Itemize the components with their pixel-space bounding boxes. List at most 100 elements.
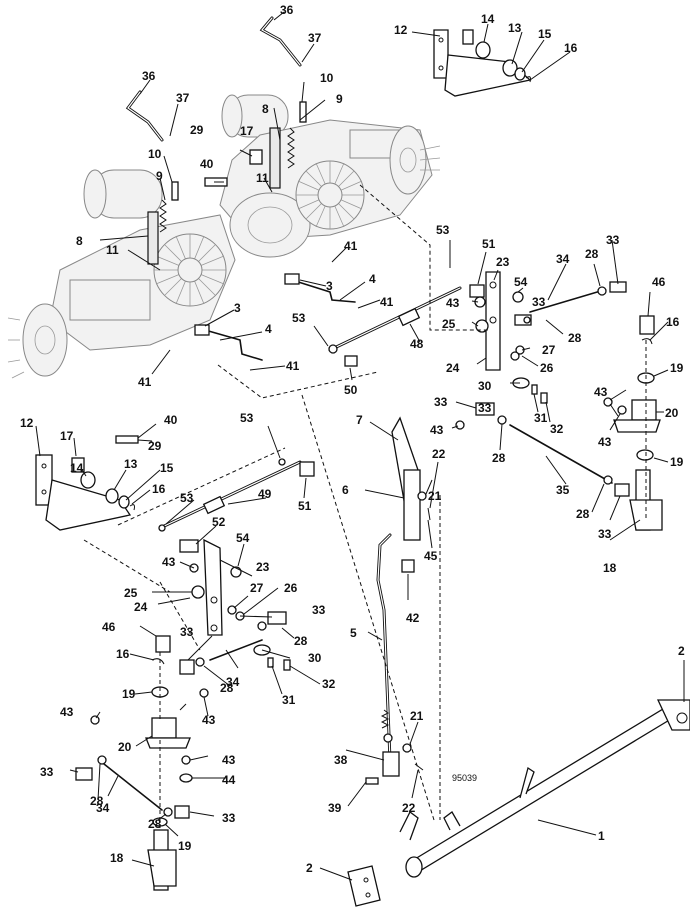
bushing-50 bbox=[344, 355, 358, 367]
nut-28-center bbox=[383, 733, 393, 743]
callout-18-lower: 18 bbox=[110, 851, 124, 865]
callout-33-h: 33 bbox=[222, 811, 236, 825]
bushing-25-upper bbox=[475, 319, 489, 333]
tube-49 bbox=[202, 495, 226, 515]
arm-23-upper bbox=[485, 271, 501, 371]
nut-43-lower-a bbox=[199, 688, 209, 698]
callout-13-lower: 13 bbox=[124, 457, 138, 471]
callout-42: 42 bbox=[406, 611, 420, 625]
callout-23-upper: 23 bbox=[496, 255, 510, 269]
callout-29-upper: 29 bbox=[190, 123, 204, 137]
callout-41-a: 41 bbox=[344, 239, 358, 253]
callout-43-e: 43 bbox=[162, 555, 176, 569]
callout-4-lower: 4 bbox=[265, 322, 272, 336]
callout-33-g: 33 bbox=[40, 765, 54, 779]
callout-17-upper: 17 bbox=[240, 124, 254, 138]
trunnion-33-upper bbox=[514, 314, 532, 326]
callout-40-upper: 40 bbox=[200, 157, 214, 171]
nut-28-lower-a bbox=[257, 621, 267, 631]
bushing-13-upper bbox=[502, 59, 518, 77]
figure-code: 95039 bbox=[452, 773, 477, 783]
callout-33-b: 33 bbox=[532, 295, 546, 309]
bracket-20-lower bbox=[145, 717, 191, 749]
callout-52: 52 bbox=[212, 515, 226, 529]
callout-16-right: 16 bbox=[666, 315, 680, 329]
callout-19-lower-a: 19 bbox=[122, 687, 136, 701]
bushing-54-upper bbox=[512, 291, 524, 303]
callout-28-c: 28 bbox=[492, 451, 506, 465]
callout-33-f: 33 bbox=[312, 603, 326, 617]
callout-43-c: 43 bbox=[598, 435, 612, 449]
bracket-2-left bbox=[347, 865, 381, 907]
callout-10-front: 10 bbox=[148, 147, 162, 161]
callout-35: 35 bbox=[556, 483, 570, 497]
callout-51-lower: 51 bbox=[298, 499, 312, 513]
callout-6: 6 bbox=[342, 483, 349, 497]
callout-9-rear: 9 bbox=[336, 92, 343, 106]
callout-41-d: 41 bbox=[138, 375, 152, 389]
spring-9-rear bbox=[287, 127, 295, 169]
link-4-lower bbox=[204, 329, 263, 361]
callout-46-upper: 46 bbox=[652, 275, 666, 289]
bushing-13-lower bbox=[105, 488, 119, 504]
callout-33-c: 33 bbox=[434, 395, 448, 409]
callout-43-a: 43 bbox=[446, 296, 460, 310]
callout-50: 50 bbox=[344, 383, 358, 397]
callout-16-upper: 16 bbox=[564, 41, 578, 55]
nut-28-lower-b bbox=[195, 657, 205, 667]
callout-22-lower: 22 bbox=[402, 801, 416, 815]
callout-19-lower-b: 19 bbox=[178, 839, 192, 853]
bracket-2-right bbox=[656, 699, 690, 731]
trunnion-33-lower-b bbox=[179, 659, 195, 675]
nut-28-mid bbox=[497, 415, 507, 425]
washer-21-upper bbox=[417, 491, 427, 501]
callout-11-front: 11 bbox=[106, 243, 119, 257]
callout-28-d: 28 bbox=[576, 507, 590, 521]
callout-3-lower: 3 bbox=[234, 301, 241, 315]
callout-54-lower: 54 bbox=[236, 531, 250, 545]
callout-31-upper: 31 bbox=[534, 411, 548, 425]
bolt-42 bbox=[401, 559, 415, 573]
bolt-39 bbox=[365, 777, 379, 785]
callout-9-front: 9 bbox=[156, 169, 163, 183]
callout-28-e: 28 bbox=[294, 634, 308, 648]
callout-31-lower: 31 bbox=[282, 693, 296, 707]
callout-37-front: 37 bbox=[176, 91, 190, 105]
trunnion-33-lower-d bbox=[174, 805, 190, 819]
callout-3-upper: 3 bbox=[326, 279, 333, 293]
callout-12-upper: 12 bbox=[394, 23, 408, 37]
callout-33-e: 33 bbox=[180, 625, 194, 639]
callout-32-upper: 32 bbox=[550, 422, 564, 436]
cross-shaft-1 bbox=[399, 701, 680, 878]
pivot-51-upper bbox=[469, 284, 485, 298]
plate-8-rear bbox=[269, 127, 281, 189]
callout-43-g: 43 bbox=[60, 705, 74, 719]
callout-33-a: 33 bbox=[606, 233, 620, 247]
callout-16-lower: 16 bbox=[152, 482, 166, 496]
callout-23-lower: 23 bbox=[256, 560, 270, 574]
callout-30-upper: 30 bbox=[478, 379, 492, 393]
callout-10-rear: 10 bbox=[320, 71, 334, 85]
bushing-25-lower bbox=[191, 585, 205, 599]
callout-34-upper: 34 bbox=[556, 252, 570, 266]
nut-28-lower-c bbox=[97, 755, 107, 765]
plate-6 bbox=[403, 469, 421, 541]
callout-54-upper: 54 bbox=[514, 275, 528, 289]
bushing-46-upper bbox=[639, 315, 655, 335]
bolt-40-lower bbox=[115, 435, 139, 444]
block-3-lower bbox=[194, 324, 210, 336]
callout-8-front: 8 bbox=[76, 234, 83, 248]
front-transaxle-ghost bbox=[7, 169, 236, 379]
callout-28-f: 28 bbox=[220, 681, 234, 695]
callout-48: 48 bbox=[410, 337, 424, 351]
washer-15-lower bbox=[118, 495, 130, 509]
callout-15-upper: 15 bbox=[538, 27, 552, 41]
rod-34-upper bbox=[529, 289, 605, 313]
callout-41-c: 41 bbox=[286, 359, 300, 373]
clip-16-upper bbox=[525, 76, 531, 83]
nut-43-lower-b bbox=[90, 715, 100, 725]
callout-53-a: 53 bbox=[436, 223, 450, 237]
trunnion-33-lower-a bbox=[267, 611, 287, 625]
callout-5: 5 bbox=[350, 626, 357, 640]
